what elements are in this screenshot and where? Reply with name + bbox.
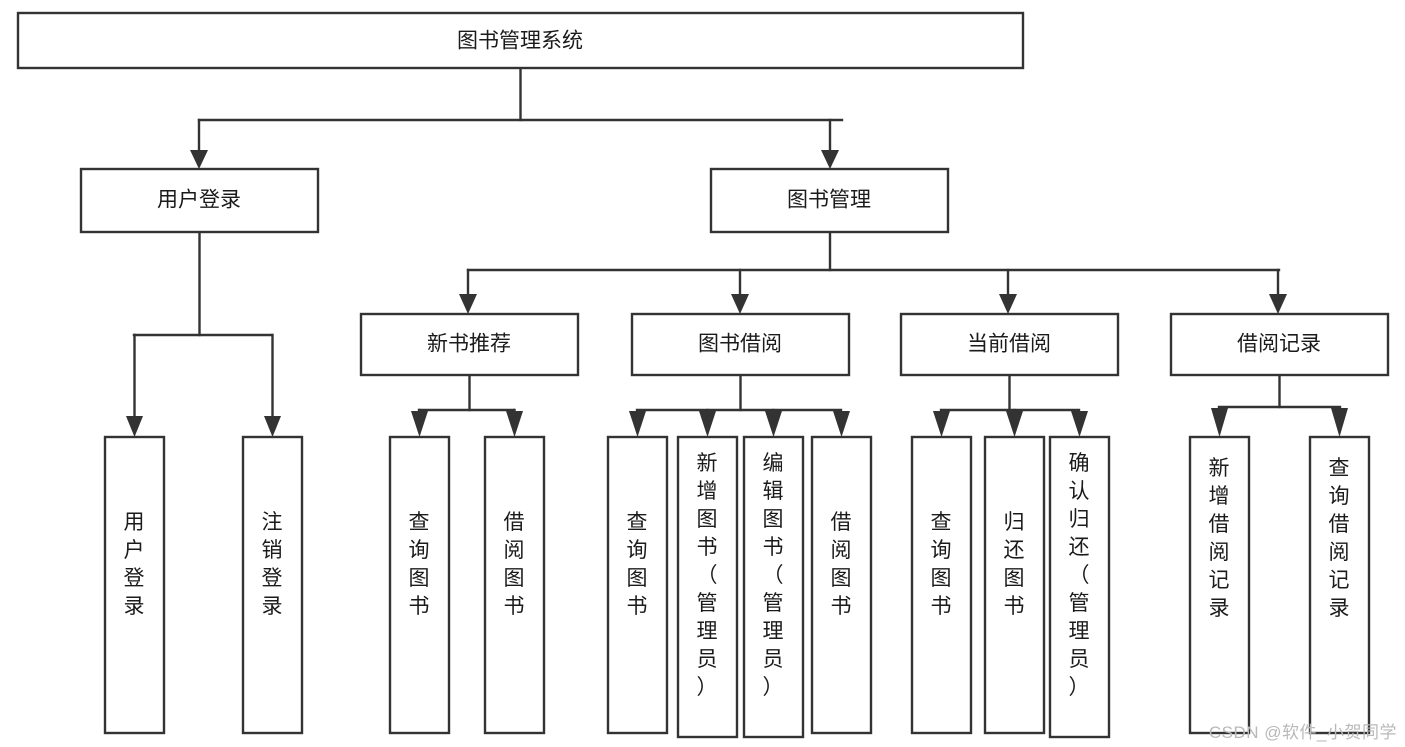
node-leaf-return-book[interactable]: 归还图书 (983, 435, 1046, 735)
node-leaf-add-record-label: 新增借阅记录 (1209, 457, 1230, 620)
node-leaf-logout-label: 注销登录 (262, 511, 283, 618)
arrowhead-leaf-borrow-book-2 (833, 411, 850, 437)
node-leaf-user-login[interactable]: 用户登录 (103, 435, 166, 735)
node-leaf-confirm-return-rect (1048, 435, 1111, 739)
node-leaf-borrow-book-2-label: 借阅图书 (831, 511, 852, 618)
node-new-book-recommend[interactable]: 新书推荐 (359, 312, 580, 377)
node-book-borrow-rect (630, 312, 851, 377)
node-leaf-edit-book[interactable]: 编辑图书（管理员） (742, 435, 805, 739)
node-book-borrow[interactable]: 图书借阅 (630, 312, 851, 377)
node-user-login-label: 用户登录 (157, 189, 241, 212)
node-borrow-record[interactable]: 借阅记录 (1169, 312, 1390, 377)
node-leaf-borrow-book-2-rect (810, 435, 873, 735)
node-leaf-borrow-book-2[interactable]: 借阅图书 (810, 435, 873, 735)
node-leaf-query-book-1-label: 查询图书 (409, 511, 430, 618)
node-borrow-record-rect (1169, 312, 1390, 377)
node-book-borrow-label: 图书借阅 (698, 333, 782, 356)
node-borrow-record-label: 借阅记录 (1237, 333, 1321, 356)
arrowhead-book-manage (821, 150, 839, 169)
arrowhead-leaf-confirm-return (1071, 411, 1088, 437)
node-leaf-query-book-3[interactable]: 查询图书 (910, 435, 973, 735)
node-current-borrow[interactable]: 当前借阅 (899, 312, 1120, 377)
node-current-borrow-label: 当前借阅 (967, 333, 1051, 356)
node-leaf-add-record-rect (1188, 435, 1251, 735)
node-leaf-query-book-3-label: 查询图书 (931, 511, 952, 618)
arrowhead-leaf-logout (264, 416, 281, 437)
connectors-new-book-to-leaves (411, 373, 523, 437)
connectors-book-borrow-to-leaves (629, 373, 850, 437)
node-leaf-user-login-rect (103, 435, 166, 735)
node-book-manage-rect (709, 167, 950, 234)
node-new-book-recommend-rect (359, 312, 580, 377)
node-leaf-confirm-return-label: 确认归还（管理员） (1069, 452, 1090, 699)
node-leaf-query-book-2[interactable]: 查询图书 (606, 435, 669, 735)
node-leaf-borrow-book-1-label: 借阅图书 (504, 511, 525, 618)
connectors-current-borrow-to-leaves (933, 373, 1088, 437)
arrowhead-new-book-recommend (459, 294, 477, 314)
node-leaf-query-book-2-rect (606, 435, 669, 735)
connectors-root-to-level2 (190, 66, 844, 169)
arrowhead-leaf-query-book-3 (933, 411, 950, 437)
arrowhead-book-borrow (731, 294, 749, 314)
node-leaf-confirm-return[interactable]: 确认归还（管理员） (1048, 435, 1111, 739)
arrowhead-current-borrow (999, 294, 1017, 314)
node-leaf-query-record-label: 查询借阅记录 (1329, 457, 1350, 620)
node-leaf-query-book-3-rect (910, 435, 973, 735)
node-leaf-borrow-book-1-rect (483, 435, 546, 735)
node-leaf-logout-rect (241, 435, 304, 735)
arrowhead-user-login (190, 150, 208, 169)
node-book-manage[interactable]: 图书管理 (709, 167, 950, 234)
arrowhead-leaf-query-book-1 (411, 411, 428, 437)
node-leaf-query-record-rect (1308, 435, 1371, 735)
node-leaf-query-record[interactable]: 查询借阅记录 (1308, 435, 1371, 735)
connectors-user-login-to-leaves (126, 230, 281, 437)
node-leaf-add-book[interactable]: 新增图书（管理员） (676, 435, 739, 739)
node-leaf-add-book-rect (676, 435, 739, 739)
node-root-label: 图书管理系统 (457, 30, 583, 53)
node-root[interactable]: 图书管理系统 (16, 11, 1025, 70)
node-root-rect (16, 11, 1025, 70)
node-leaf-logout[interactable]: 注销登录 (241, 435, 304, 735)
arrowhead-leaf-query-book-2 (629, 411, 646, 437)
node-leaf-query-book-2-label: 查询图书 (627, 511, 648, 618)
node-leaf-query-book-1-rect (388, 435, 451, 735)
node-user-login[interactable]: 用户登录 (79, 167, 320, 234)
node-leaf-query-book-1[interactable]: 查询图书 (388, 435, 451, 735)
arrowhead-leaf-query-record (1331, 408, 1348, 437)
node-leaf-edit-book-label: 编辑图书（管理员） (763, 452, 784, 699)
arrowhead-leaf-return-book (1006, 411, 1023, 437)
node-leaf-user-login-label: 用户登录 (124, 511, 145, 618)
node-user-login-rect (79, 167, 320, 234)
arrowhead-leaf-add-book (699, 411, 716, 437)
arrowhead-leaf-user-login (126, 416, 143, 437)
node-leaf-edit-book-rect (742, 435, 805, 739)
node-current-borrow-rect (899, 312, 1120, 377)
node-new-book-recommend-label: 新书推荐 (427, 333, 511, 356)
node-book-manage-label: 图书管理 (787, 189, 871, 212)
node-leaf-return-book-rect (983, 435, 1046, 735)
arrowhead-leaf-borrow-book-1 (506, 411, 523, 437)
arrowhead-borrow-record (1269, 294, 1287, 314)
node-leaf-add-record[interactable]: 新增借阅记录 (1188, 435, 1251, 735)
connectors-borrow-record-to-leaves (1211, 373, 1348, 437)
node-leaf-return-book-label: 归还图书 (1004, 511, 1025, 618)
arrowhead-leaf-add-record (1211, 408, 1228, 437)
connectors-book-manage-to-level3 (459, 230, 1287, 314)
node-leaf-borrow-book-1[interactable]: 借阅图书 (483, 435, 546, 735)
node-leaf-add-book-label: 新增图书（管理员） (697, 452, 718, 699)
arrowhead-leaf-edit-book (765, 411, 782, 437)
